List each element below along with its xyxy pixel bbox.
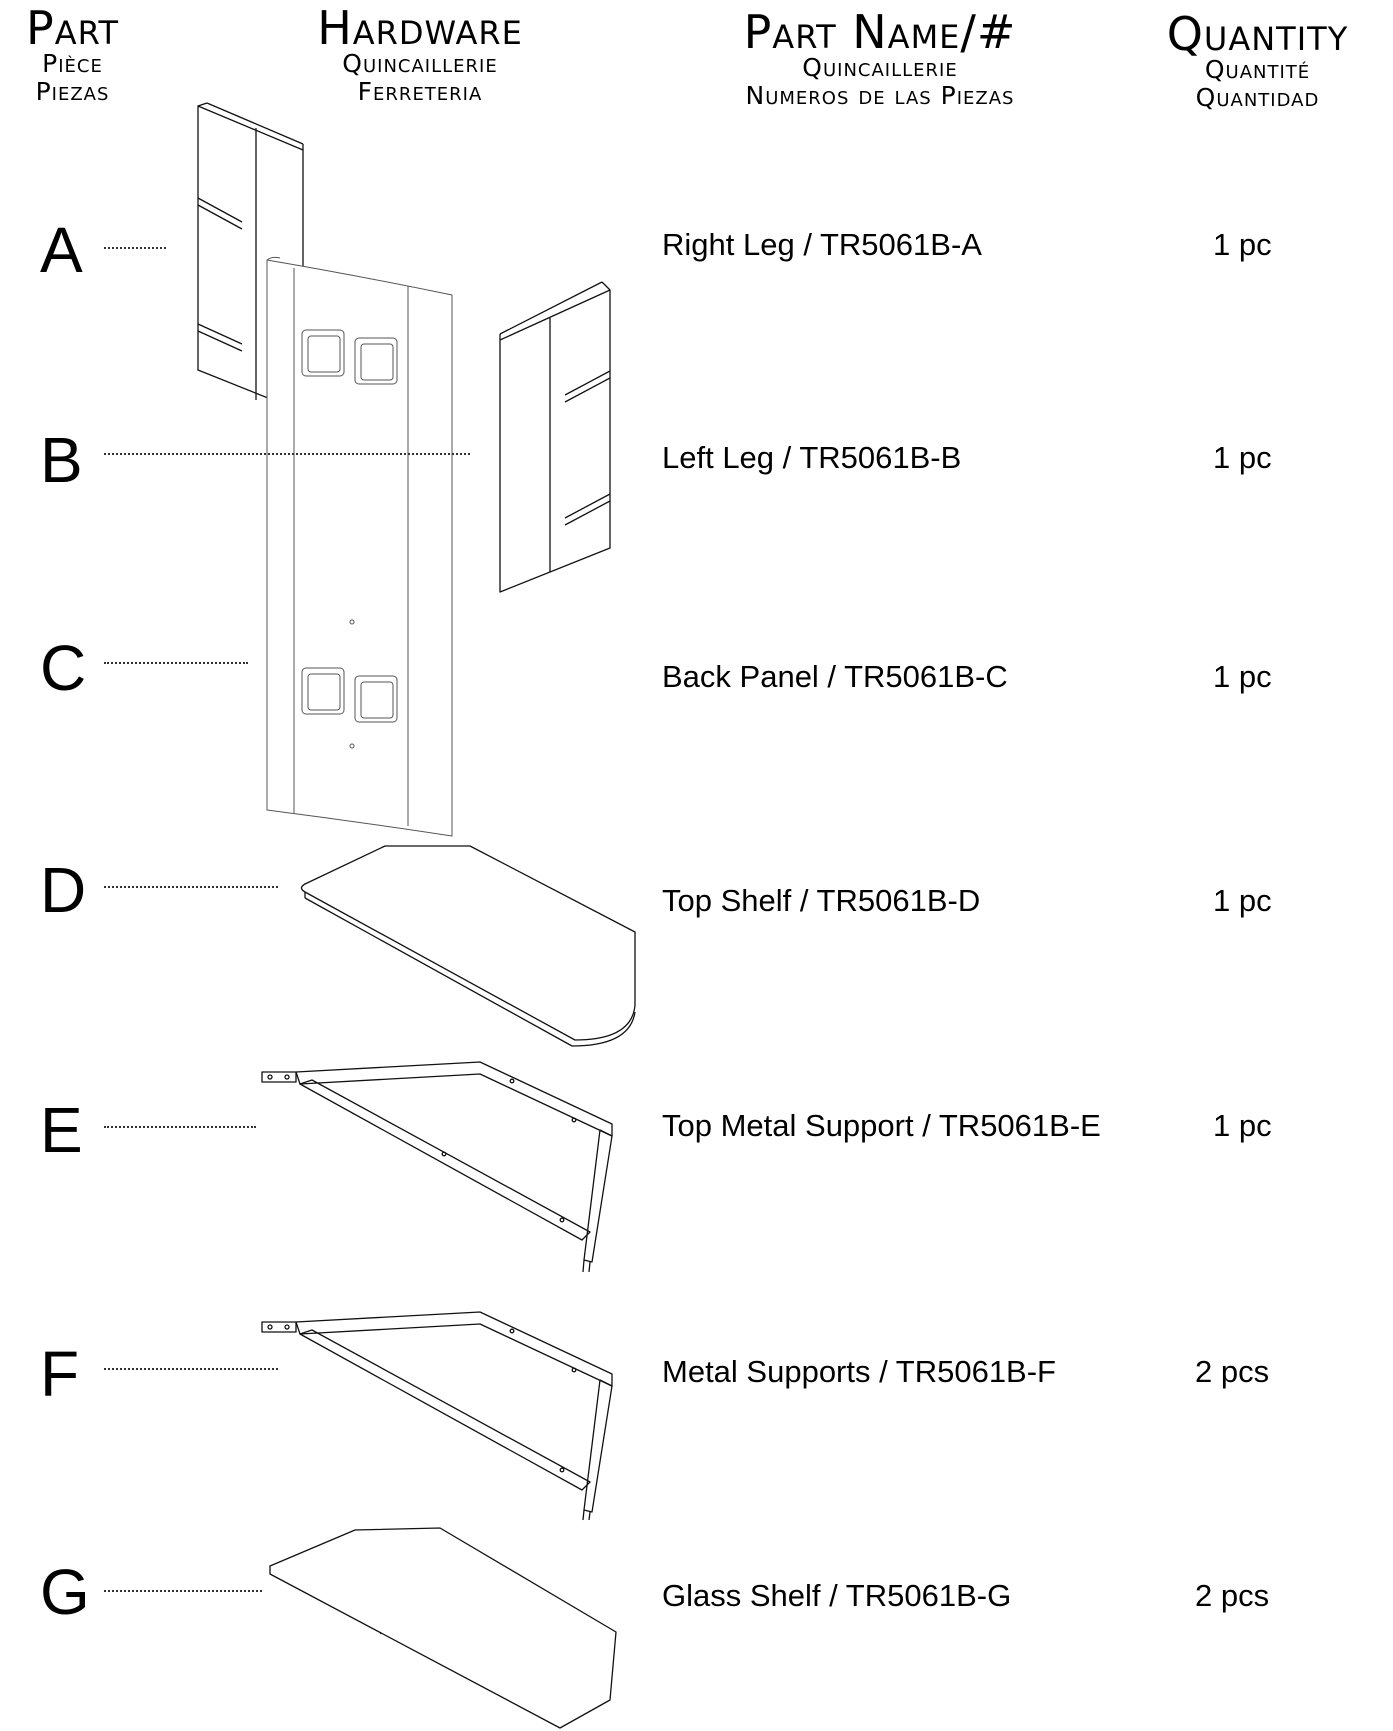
part-quantity: 1 pc: [1213, 227, 1272, 262]
leader-line: [104, 453, 470, 455]
part-quantity: 1 pc: [1213, 659, 1272, 694]
header-quantity-fr: Quantité: [1204, 55, 1311, 84]
part-letter: D: [40, 854, 87, 926]
header-hardware-es: Ferreteria: [357, 77, 483, 106]
header-part-title: Part: [25, 1, 120, 55]
header-part-name-title: Part Name/#: [743, 5, 1017, 59]
part-letter: E: [40, 1094, 83, 1166]
part-letter: F: [40, 1338, 80, 1410]
leader-line: [104, 662, 248, 664]
part-quantity: 2 pcs: [1195, 1578, 1270, 1613]
part-letter: B: [40, 424, 83, 496]
header-quantity-title: Quantity: [1166, 7, 1349, 61]
part-letter: G: [40, 1556, 90, 1628]
leader-line: [104, 1590, 262, 1592]
leader-line: [104, 1368, 278, 1370]
header-part-name-es: Numeros de las Piezas: [745, 81, 1015, 110]
part-name: Top Shelf / TR5061B-D: [662, 883, 981, 918]
leader-line: [104, 247, 166, 249]
part-name: Back Panel / TR5061B-C: [662, 659, 1008, 694]
header-part: Part Pièce Piezas: [0, 1, 145, 106]
part-quantity: 2 pcs: [1195, 1354, 1270, 1389]
leader-line: [104, 886, 278, 888]
header-hardware: Hardware Quincaillerie Ferreteria: [270, 1, 570, 106]
leader-line: [104, 1126, 256, 1128]
header-part-name: Part Name/# Quincaillerie Numeros de las…: [690, 5, 1070, 110]
header-hardware-fr: Quincaillerie: [342, 49, 498, 78]
header-part-fr: Pièce: [42, 49, 103, 78]
glass-shelf-drawing: [270, 1528, 616, 1728]
header-quantity-es: Quantidad: [1195, 83, 1320, 112]
part-letter: C: [40, 632, 87, 704]
part-quantity: 1 pc: [1213, 440, 1272, 475]
back-panel-drawing: [267, 257, 452, 836]
part-quantity: 1 pc: [1213, 1108, 1272, 1143]
header-quantity: Quantity Quantité Quantidad: [1130, 7, 1385, 112]
header-part-name-fr: Quincaillerie: [802, 53, 958, 82]
top-metal-support-drawing: [262, 1062, 612, 1272]
header-part-es: Piezas: [35, 77, 110, 106]
part-name: Right Leg / TR5061B-A: [662, 227, 982, 262]
part-name: Left Leg / TR5061B-B: [662, 440, 962, 475]
metal-supports-drawing: [262, 1312, 612, 1520]
top-shelf-drawing: [302, 846, 636, 1046]
left-leg-drawing: [500, 282, 610, 592]
part-quantity: 1 pc: [1213, 883, 1272, 918]
part-letter: A: [40, 214, 83, 286]
part-name: Glass Shelf / TR5061B-G: [662, 1578, 1012, 1613]
header-hardware-title: Hardware: [317, 1, 523, 55]
part-name: Metal Supports / TR5061B-F: [662, 1354, 1056, 1389]
part-name: Top Metal Support / TR5061B-E: [662, 1108, 1101, 1143]
